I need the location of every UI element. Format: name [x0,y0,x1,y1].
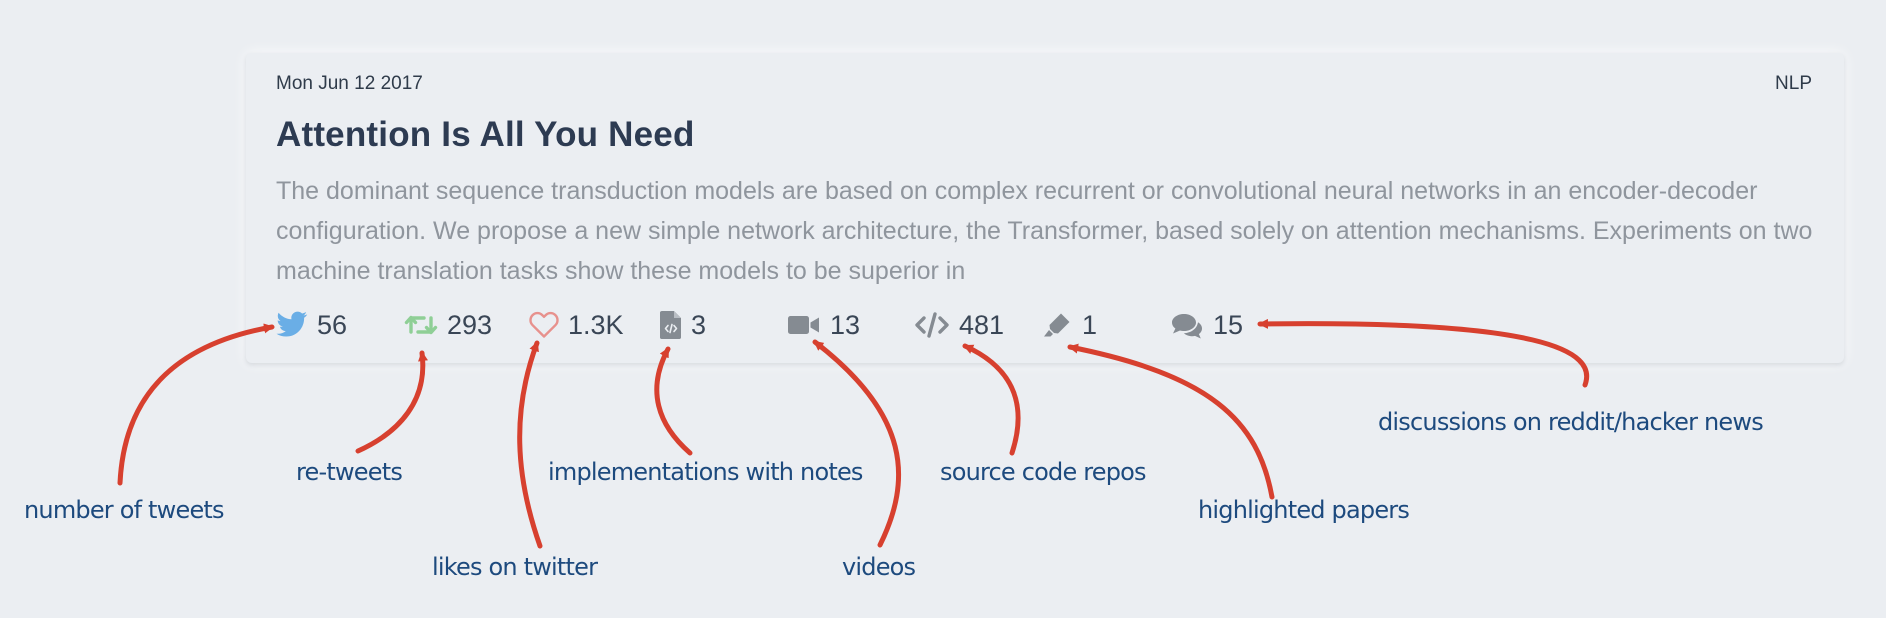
paper-title[interactable]: Attention Is All You Need [276,115,695,154]
likes-count: 1.3K [568,309,624,340]
paper-date: Mon Jun 12 2017 [276,73,423,94]
paper-abstract: The dominant sequence transduction model… [276,177,1813,285]
arrow-implementations [654,346,693,456]
annotation-repos: source code repos [940,458,1147,486]
retweet-icon [404,311,438,339]
video-camera-icon [787,313,821,337]
implementations-count: 3 [691,309,707,340]
annotation-implementations: implementations with notes [548,458,863,486]
discussions-stat[interactable]: 15 [1170,307,1243,343]
annotation-retweets: re-tweets [296,458,403,486]
repos-stat[interactable]: 481 [914,307,1004,343]
tweets-stat[interactable]: 56 [276,307,347,343]
highlights-stat[interactable]: 1 [1043,307,1097,343]
retweets-stat[interactable]: 293 [404,307,492,343]
annotation-likes: likes on twitter [432,553,598,581]
comments-icon [1170,311,1204,339]
videos-stat[interactable]: 13 [787,307,860,343]
discussions-count: 15 [1213,309,1244,340]
retweets-count: 293 [447,309,493,340]
paper-card[interactable]: Mon Jun 12 2017 NLP Attention Is All You… [246,53,1844,363]
annotation-highlights: highlighted papers [1198,496,1410,524]
paper-category[interactable]: NLP [1775,73,1812,94]
arrow-likes [517,340,543,549]
tweets-count: 56 [317,309,348,340]
highlights-count: 1 [1082,309,1098,340]
annotation-videos: videos [842,553,916,581]
twitter-bird-icon [276,311,308,339]
code-file-icon [660,310,682,340]
heart-icon [529,311,559,339]
arrow-retweets [355,350,428,454]
highlighter-icon [1043,310,1073,340]
annotation-discussions: discussions on reddit/hacker news [1378,408,1764,436]
annotation-tweets: number of tweets [24,496,225,524]
videos-count: 13 [830,309,861,340]
implementations-stat[interactable]: 3 [660,307,706,343]
likes-stat[interactable]: 1.3K [529,307,624,343]
arrow-videos [812,339,902,548]
repos-count: 481 [959,309,1005,340]
code-brackets-icon [914,311,950,339]
